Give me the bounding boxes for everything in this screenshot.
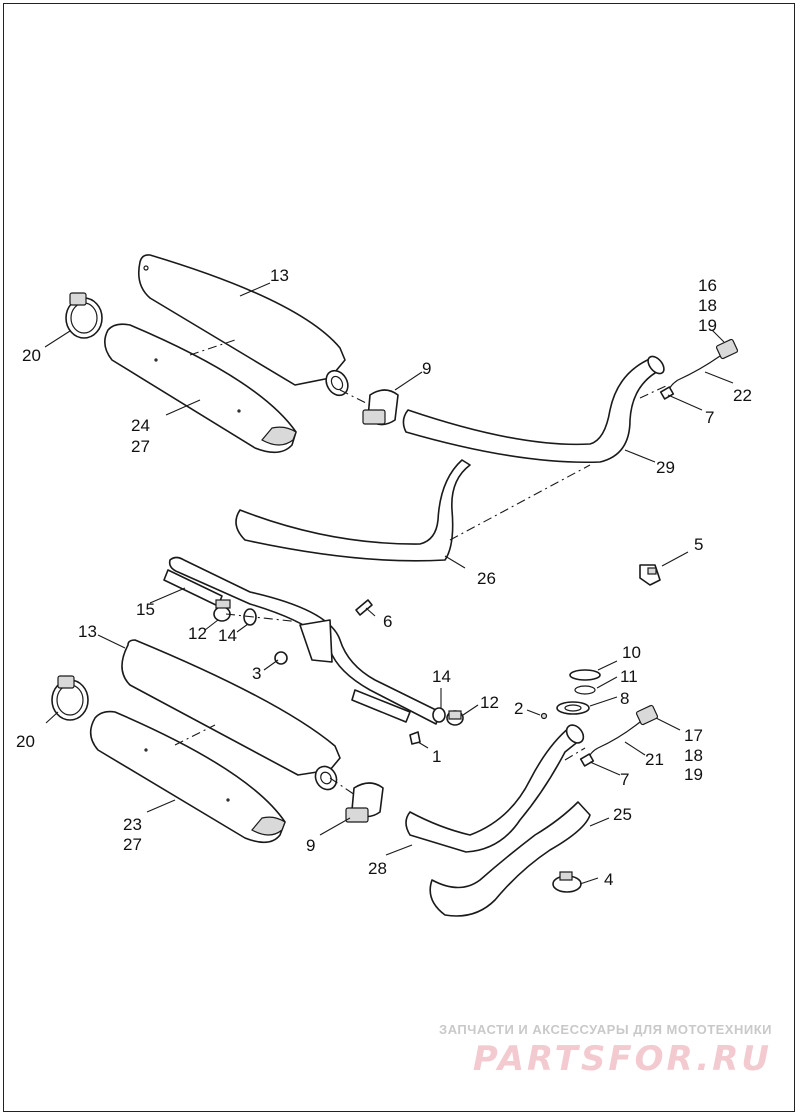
header-pipe-rear-bottom xyxy=(429,801,591,917)
callout-23: 23 xyxy=(123,815,142,834)
bracket-part-5 xyxy=(639,564,661,586)
callout-10: 10 xyxy=(622,643,641,662)
o2-sensor-top xyxy=(659,338,739,400)
callout-4: 4 xyxy=(604,870,613,889)
diagram-frame xyxy=(3,3,795,1112)
callout-17: 17 xyxy=(684,726,703,745)
callout-1: 1 xyxy=(432,747,441,766)
muffler-top xyxy=(137,254,349,397)
hardware-14-right xyxy=(432,707,446,723)
hardware-3 xyxy=(274,651,288,665)
callout-20-bottom: 20 xyxy=(16,732,35,751)
callout-27-bottom: 27 xyxy=(123,835,142,854)
callout-29: 29 xyxy=(656,458,675,477)
watermark-tagline: ЗАПЧАСТИ И АКСЕССУАРЫ ДЛЯ МОТОТЕХНИКИ xyxy=(439,1022,772,1037)
callout-7-top: 7 xyxy=(705,408,714,427)
callout-16: 16 xyxy=(698,276,717,295)
heat-shield-top xyxy=(104,323,297,454)
callout-12-right: 12 xyxy=(480,693,499,712)
callout-14-right: 14 xyxy=(432,667,451,686)
callout-5: 5 xyxy=(694,535,703,554)
o2-sensor-bottom xyxy=(579,704,659,767)
callout-28: 28 xyxy=(368,859,387,878)
callout-11: 11 xyxy=(620,667,638,686)
muffler-clamp-top xyxy=(362,389,399,426)
flange-8 xyxy=(556,701,590,715)
callout-13-top: 13 xyxy=(270,266,289,285)
callout-3: 3 xyxy=(252,664,261,683)
heat-shield-bottom xyxy=(89,710,286,844)
callout-18-top: 18 xyxy=(698,296,717,315)
callout-12-left: 12 xyxy=(188,624,207,643)
callout-19-bottom: 19 xyxy=(684,765,703,784)
callout-22: 22 xyxy=(733,386,752,405)
hardware-6 xyxy=(355,599,373,616)
hardware-1 xyxy=(409,731,421,745)
clamp-bottom xyxy=(51,675,89,721)
muffler-bottom xyxy=(121,639,341,791)
callout-25: 25 xyxy=(613,805,632,824)
hardware-12-left xyxy=(213,599,231,622)
callout-18-bottom: 18 xyxy=(684,746,703,765)
callout-24: 24 xyxy=(131,416,150,435)
header-pipe-front-bottom xyxy=(405,724,585,853)
callout-2: 2 xyxy=(514,699,523,718)
hardware-12-right xyxy=(446,710,464,726)
clamp-top xyxy=(65,292,103,339)
clamp-4 xyxy=(552,871,582,893)
callout-20-top: 20 xyxy=(22,346,41,365)
mounting-bracket-15 xyxy=(163,556,441,725)
callout-9-top: 9 xyxy=(422,359,431,378)
callout-21: 21 xyxy=(645,750,664,769)
hardware-2 xyxy=(540,712,548,720)
callout-14-left: 14 xyxy=(218,626,237,645)
callout-6: 6 xyxy=(383,612,392,631)
callout-9-bottom: 9 xyxy=(306,836,315,855)
header-pipe-rear xyxy=(235,459,471,562)
callout-7-bottom: 7 xyxy=(620,770,629,789)
retaining-ring-11 xyxy=(574,685,596,695)
header-pipe-front xyxy=(402,355,665,464)
callout-19-top: 19 xyxy=(698,316,717,335)
gasket-10 xyxy=(569,669,601,681)
callout-26: 26 xyxy=(477,569,496,588)
callout-8: 8 xyxy=(620,689,629,708)
callout-13-bottom: 13 xyxy=(78,622,97,641)
callout-15: 15 xyxy=(136,600,155,619)
watermark-logo: PARTSFOR.RU xyxy=(472,1039,772,1079)
callout-27-top: 27 xyxy=(131,437,150,456)
muffler-clamp-bottom xyxy=(345,782,384,823)
watermark: ЗАПЧАСТИ И АКСЕССУАРЫ ДЛЯ МОТОТЕХНИКИ PA… xyxy=(439,1022,772,1079)
